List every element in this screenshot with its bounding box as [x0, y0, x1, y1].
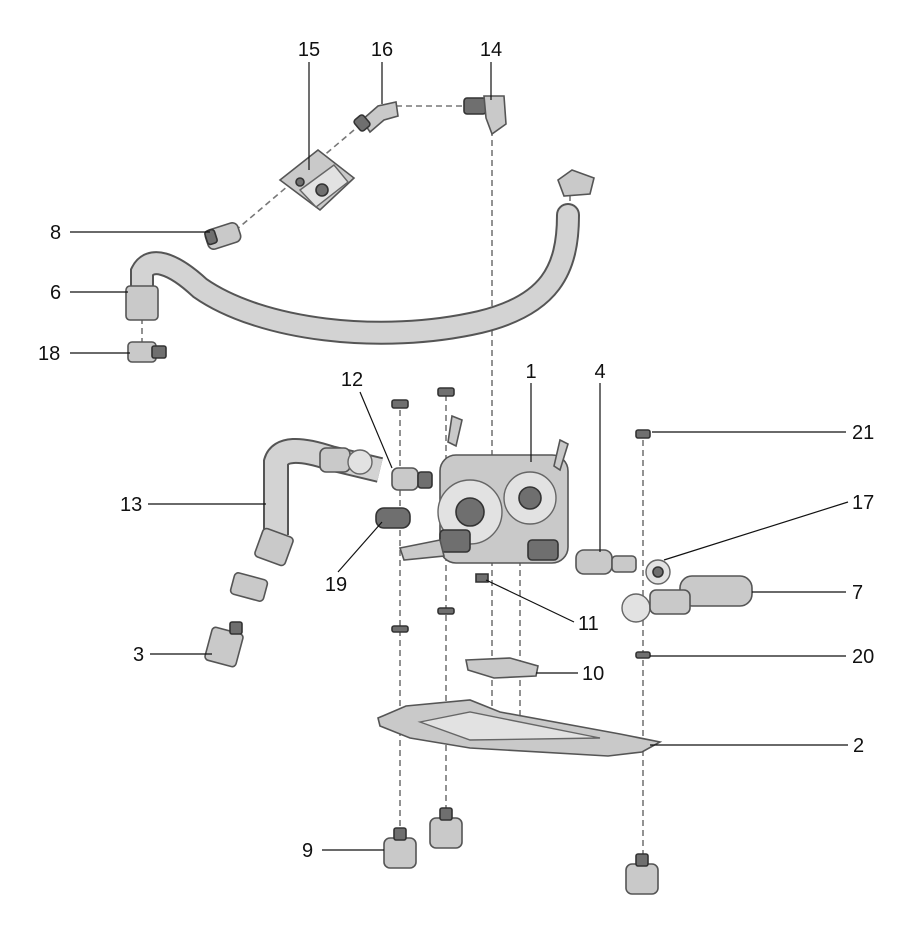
part-6-curved-hose — [125, 169, 595, 345]
part-3-sensor — [204, 572, 269, 668]
callout-15: 15 — [298, 39, 320, 61]
callout-2: 2 — [853, 735, 864, 757]
part-17-clamp — [645, 559, 671, 585]
callout-7: 7 — [852, 582, 863, 604]
part-4-connector — [575, 549, 637, 575]
callout-10: 10 — [582, 663, 604, 685]
part-13-hose — [254, 437, 384, 567]
callout-20: 20 — [852, 646, 874, 668]
callout-6: 6 — [50, 282, 61, 304]
part-19-fitting — [375, 507, 411, 529]
part-18-fitting — [127, 341, 167, 363]
callout-17: 17 — [852, 492, 874, 514]
part-16-elbow-fitting — [353, 101, 399, 134]
part-1-pump-body — [398, 454, 569, 564]
callout-3: 3 — [133, 644, 144, 666]
callout-14: 14 — [480, 39, 502, 61]
part-11-clip — [475, 573, 489, 583]
callout-labels: 1 2 3 4 6 7 8 9 10 11 12 13 14 15 16 17 … — [38, 39, 874, 862]
callout-11: 11 — [578, 613, 599, 635]
part-7-outlet-hose — [621, 575, 753, 623]
part-15-bracket — [278, 148, 356, 212]
callout-9: 9 — [302, 840, 313, 862]
fasteners — [391, 387, 651, 659]
callout-19: 19 — [325, 574, 347, 596]
part-12-clamp — [391, 467, 433, 491]
callout-18: 18 — [38, 343, 60, 365]
part-8-fitting — [204, 221, 242, 251]
leader-lines — [70, 62, 849, 851]
callout-1: 1 — [525, 361, 536, 383]
part-10-plate — [465, 657, 539, 679]
callout-13: 13 — [120, 494, 142, 516]
callout-21: 21 — [852, 422, 874, 444]
callout-4: 4 — [594, 361, 605, 383]
part-14-elbow-fitting — [463, 95, 507, 136]
callout-8: 8 — [50, 222, 61, 244]
callout-12: 12 — [341, 369, 363, 391]
callout-16: 16 — [371, 39, 393, 61]
part-2-base-bracket — [377, 699, 663, 757]
part-9-rubber-mounts — [383, 807, 659, 895]
